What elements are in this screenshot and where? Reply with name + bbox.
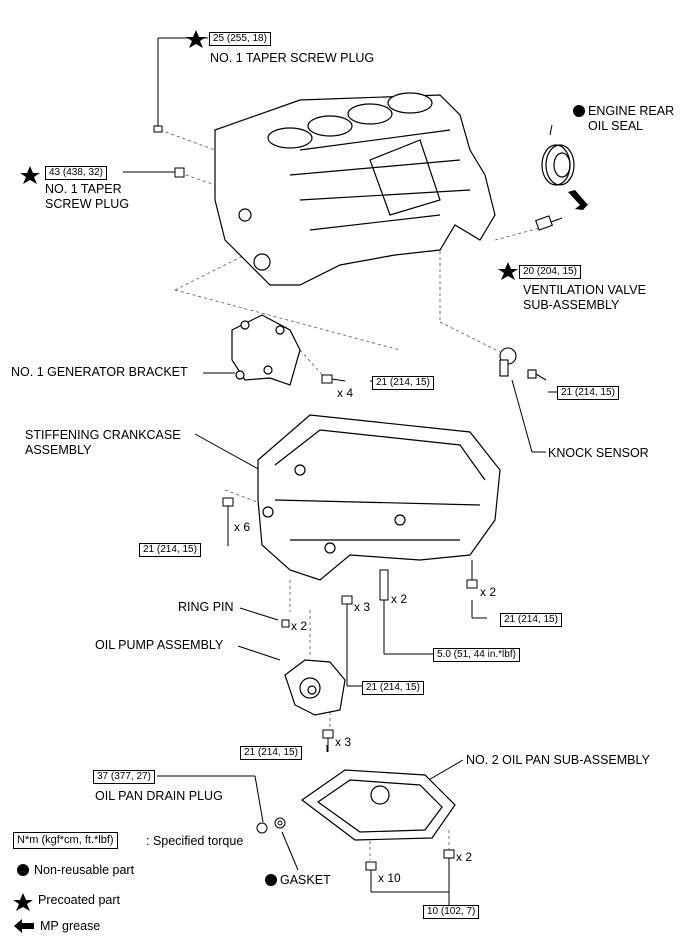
drain-plug [256,822,268,834]
qty-crank-right: x 2 [480,585,497,599]
ring-pin [281,619,290,628]
non-reusable-dot-icon [265,874,277,886]
label-crankcase-2: ASSEMBLY [25,443,92,457]
label-drain-plug: OIL PAN DRAIN PLUG [95,789,223,803]
star-icon [13,893,33,911]
label-knock-sensor: KNOCK SENSOR [548,446,649,460]
torque-bracket: 21 (214, 15) [372,376,434,390]
qty-bracket: x 4 [337,386,354,400]
qty-crank-left: x 6 [234,520,251,534]
oil-pan [300,769,456,841]
star-icon [20,166,40,184]
mp-grease-legend-arrow [14,919,34,933]
bracket-bolt [321,374,333,384]
label-oil-pump: OIL PUMP ASSEMBLY [95,638,224,652]
label-ring-pin: RING PIN [178,600,234,614]
label-vent-valve-1: VENTILATION VALVE [523,283,646,297]
torque-knock: 21 (214, 15) [557,386,619,400]
torque-vent-valve: 20 (204, 15) [519,265,581,279]
crank-bolt-mid [341,595,353,605]
label-generator-bracket: NO. 1 GENERATOR BRACKET [11,365,188,379]
label-oil-pan: NO. 2 OIL PAN SUB-ASSEMBLY [466,753,650,767]
pan-bolt-10 [365,861,377,871]
knock-sensor [499,347,547,381]
generator-bracket [231,314,301,386]
torque-pump-low: 21 (214, 15) [240,746,302,760]
stud-bolt [379,569,389,601]
qty-pan-bolt10: x 10 [378,871,401,885]
qty-pump-low: x 3 [335,735,352,749]
label-rear-oil-seal-2: OIL SEAL [588,119,644,133]
crank-bolt-left [222,497,234,507]
label-taper-plug-left-1: NO. 1 TAPER [45,182,122,196]
label-vent-valve-2: SUB-ASSEMBLY [523,298,620,312]
legend-torque-text: : Specified torque [146,834,244,848]
non-reusable-dot-icon [17,864,29,876]
label-rear-oil-seal-1: ENGINE REAR [588,104,675,118]
ventilation-valve [535,215,563,231]
legend-precoated: Precoated part [38,893,120,907]
torque-pan: 10 (102, 7) [423,905,480,919]
label-gasket: GASKET [280,873,331,887]
label-taper-plug-top: NO. 1 TAPER SCREW PLUG [210,51,375,65]
qty-stud: x 2 [391,592,408,606]
legend-non-reusable: Non-reusable part [34,863,135,877]
torque-crank-left: 21 (214, 15) [139,543,201,557]
stiffening-crankcase [257,414,501,581]
torque-crank-right: 21 (214, 15) [500,613,562,627]
torque-drain: 37 (377, 27) [93,770,155,784]
star-icon [498,262,518,280]
legend-torque-box: N*m (kgf*cm, ft.*lbf) [13,832,118,849]
taper-plug-left [174,167,185,178]
qty-pan-bolt: x 2 [456,850,473,864]
label-taper-plug-left-2: SCREW PLUG [45,197,130,211]
pan-bolt-2 [443,849,455,859]
pump-bolt [322,729,334,739]
torque-top-plug: 25 (255, 18) [209,32,271,46]
cylinder-block [214,92,496,286]
mp-grease-arrow [568,190,592,210]
taper-plug-top [153,125,163,133]
star-icon [186,30,206,48]
legend-mp-grease: MP grease [40,919,101,933]
crank-bolt-right [466,579,478,589]
torque-left-plug: 43 (438, 32) [45,166,107,180]
torque-stud: 5.0 (51, 44 in.*lbf) [433,648,520,662]
qty-pump-mid: x 3 [354,600,371,614]
torque-pump-mid: 21 (214, 15) [362,681,424,695]
non-reusable-dot-icon [573,105,585,117]
label-crankcase-1: STIFFENING CRANKCASE [25,428,181,442]
oil-pump-assembly [284,659,346,716]
engine-rear-oil-seal [541,144,575,186]
qty-ring-pin: x 2 [291,619,308,633]
